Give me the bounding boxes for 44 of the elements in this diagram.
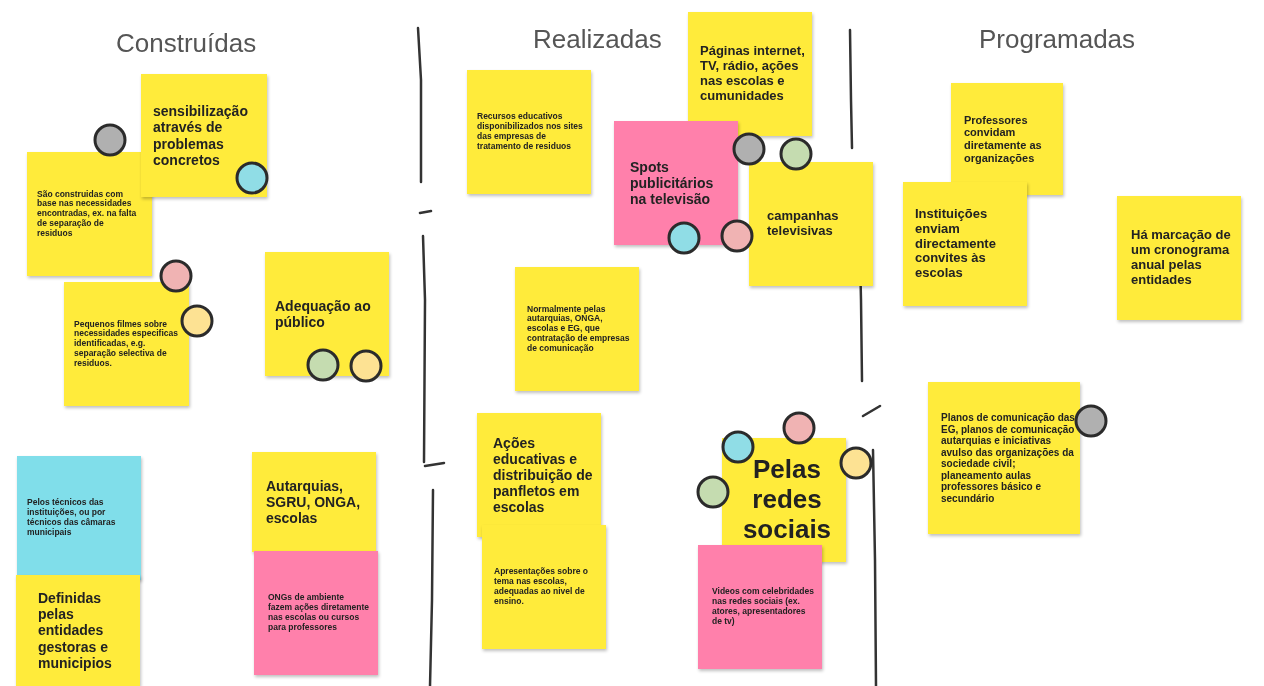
note-text: Planos de comunicação das EG, planos de comunicação autarquias e iniciativas avulso das organizações da sociedade civil; planeamento aulas professores básico e secundário bbox=[941, 412, 1076, 504]
note-text: Há marcação de um cronograma anual pelas entidades bbox=[1131, 228, 1232, 288]
sticky-note bbox=[688, 12, 812, 136]
note-text: campanhas televisivas bbox=[767, 209, 840, 239]
sticky-note bbox=[265, 252, 389, 376]
sticky-note bbox=[749, 162, 873, 286]
note-text: ONGs de ambiente fazem ações diretamente nas escolas ou cursos para professores bbox=[268, 593, 370, 633]
sticky-note bbox=[928, 382, 1080, 534]
column-heading: Construídas bbox=[116, 28, 257, 59]
sticky-note bbox=[951, 83, 1063, 195]
note-text: Professores convidam diretamente as organizações bbox=[964, 113, 1043, 165]
sticky-note bbox=[16, 575, 140, 686]
sticky-note bbox=[27, 152, 152, 276]
sticky-note bbox=[252, 452, 376, 552]
note-text: Spots publicitários na televisão bbox=[630, 158, 715, 208]
note-text: Apresentações sobre o tema nas escolas, adequadas ao nivel de ensino. bbox=[494, 567, 589, 607]
column-heading: Programadas bbox=[979, 24, 1136, 55]
note-text: Pelas redes sociais bbox=[741, 455, 833, 545]
sticky-note bbox=[903, 182, 1027, 306]
note-text: Autarquias, SGRU, ONGA, escolas bbox=[266, 477, 362, 527]
sticky-note bbox=[17, 456, 141, 580]
sticky-note bbox=[482, 525, 606, 649]
sticky-note bbox=[515, 267, 639, 391]
note-text: Recursos educativos disponibilizados nos sites das empresas de tratamento de residuos bbox=[477, 112, 584, 152]
note-text: Definidas pelas entidades gestoras e municipios bbox=[38, 590, 113, 671]
sticky-note bbox=[614, 121, 738, 245]
sticky-note bbox=[1117, 196, 1241, 320]
note-text: sensibilização através de problemas concretos bbox=[153, 103, 249, 168]
note-text: Instituições enviam directamente convites às escolas bbox=[915, 206, 997, 282]
note-text: Adequação ao público bbox=[275, 297, 372, 331]
sticky-note bbox=[698, 545, 822, 669]
note-text: São construidas com base nas necessidades encontradas, ex. na falta de separação de residuos bbox=[37, 189, 138, 239]
note-text: Pequenos filmes sobre necessidades especificas identificadas, e.g. separação selectiva de residuos. bbox=[74, 319, 179, 369]
sticky-note bbox=[254, 551, 378, 675]
sticky-note bbox=[141, 74, 267, 197]
column-heading: Realizadas bbox=[533, 24, 662, 55]
note-text: Normalmente pelas autarquias, ONGA, escolas e EG, que contratação de empresas de comunicação bbox=[527, 304, 631, 354]
sticky-note bbox=[64, 282, 189, 406]
note-text: Ações educativas e distribuição de panfletos em escolas bbox=[493, 434, 594, 516]
note-text: Páginas internet, TV, rádio, ações nas escolas e cumunidades bbox=[700, 44, 806, 104]
sticky-note bbox=[477, 413, 601, 537]
note-text: Videos com celebridades nas redes sociais (ex. atores, apresentadores de tv) bbox=[712, 587, 814, 627]
note-text: Pelos técnicos das instituições, ou por técnicos das câmaras municipais bbox=[27, 498, 117, 538]
sticky-note bbox=[467, 70, 591, 194]
